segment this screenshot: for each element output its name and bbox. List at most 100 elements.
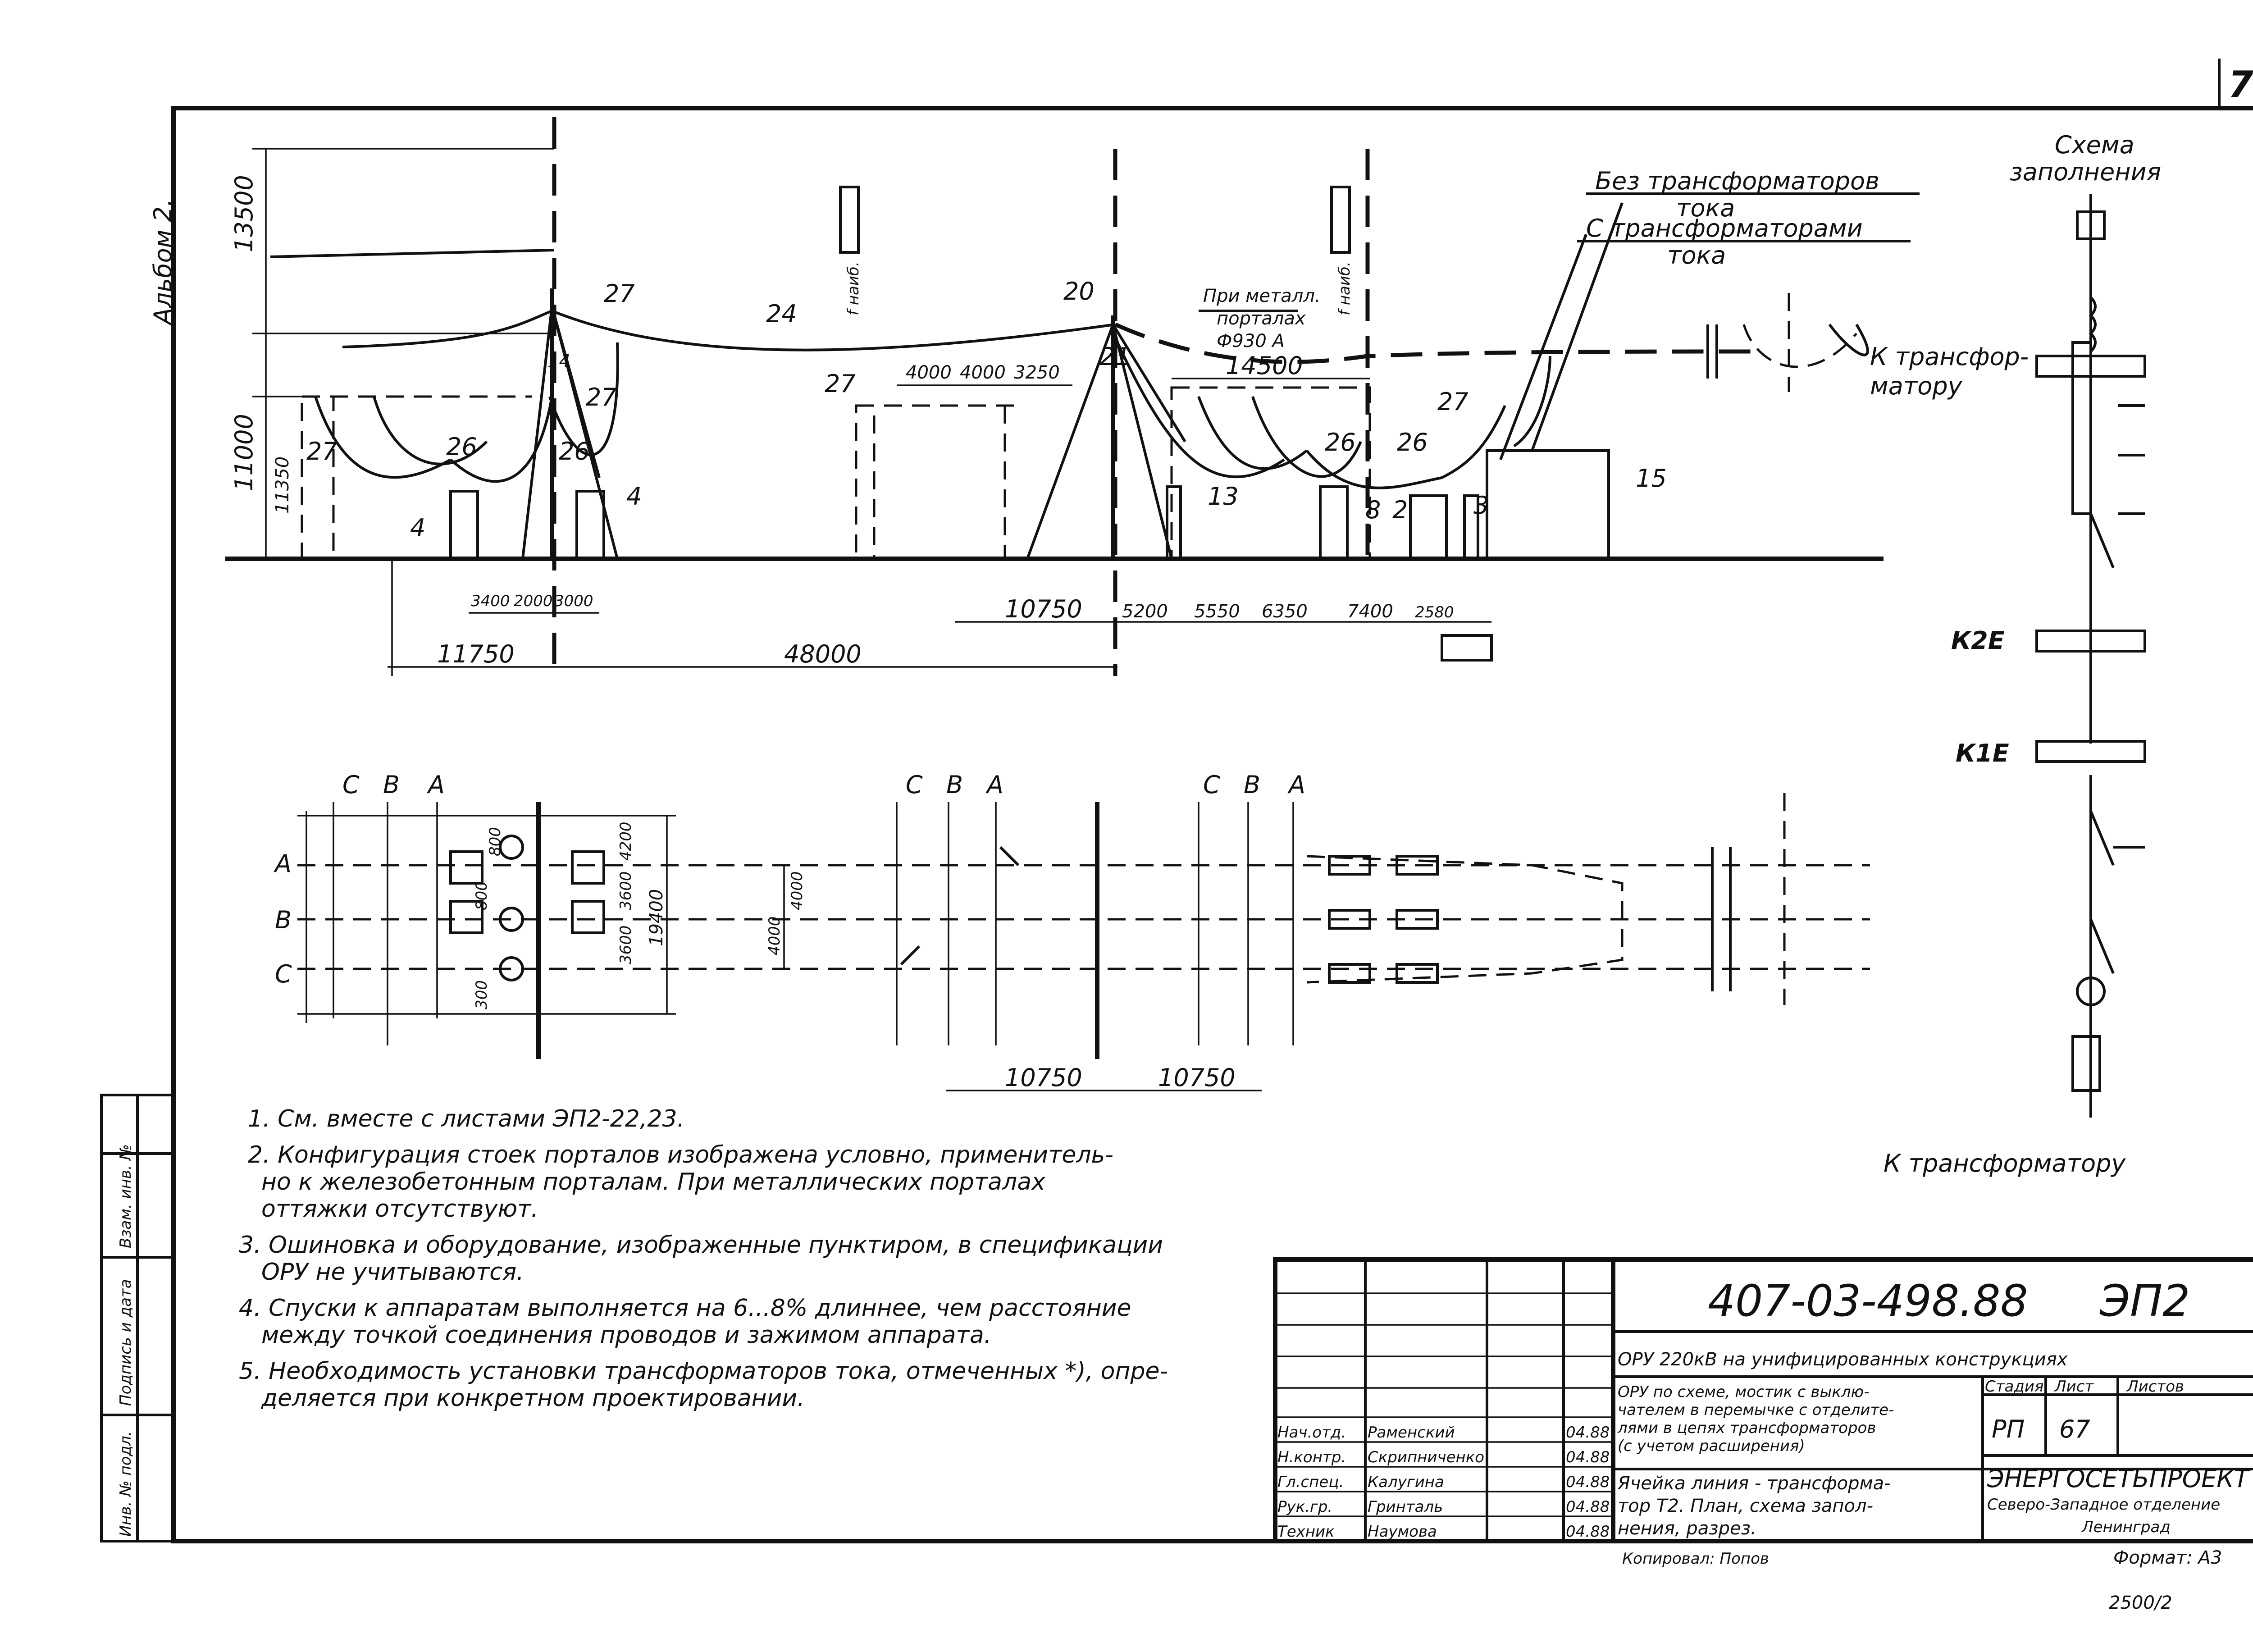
height-13500: 13500 [230,175,258,252]
dim-800a: 800 [486,827,504,856]
album-label: Альбом 2. [149,199,177,326]
dim-7400: 7400 [1347,601,1393,622]
note-4a: 4. Спуски к аппаратам выполняется на 6..… [239,1295,1131,1322]
diagram-number: 2500/2 [2109,1593,2172,1613]
callout-with-ct-1: С трансформаторами [1586,214,1863,242]
scheme-label-k2e: К2Е [1951,626,2005,655]
item-13: 13 [1208,482,1239,511]
item-4a: 4 [410,514,425,542]
copied-by: Копировал: Попов [1622,1550,1769,1568]
item-14: 14 [547,351,570,372]
note-3b: ОРУ не учитываются. [261,1259,524,1286]
height-11350: 11350 [272,456,293,514]
dim-2000: 2000 [514,592,553,610]
right-equipment [1319,202,1624,560]
org-city: Ленинград [2081,1518,2171,1536]
sheet-code: ЭП2 [2099,1276,2190,1326]
header2-b: B [946,771,963,799]
staff-name-2: Калугина [1368,1473,1444,1491]
item-24: 24 [766,300,797,328]
dim-11750: 11750 [437,640,515,668]
note-4b: между точкой соединения проводов и зажим… [261,1322,991,1349]
item-15: 15 [1636,464,1667,493]
header3-c: C [1203,771,1220,799]
header1-a: A [427,771,445,799]
header1-c: C [342,771,360,799]
dim-5200: 5200 [1122,601,1168,622]
header2-a: A [985,771,1003,799]
item-26c: 26 [1325,428,1356,456]
staff-date-2: 04.88 [1566,1473,1610,1491]
phase-row-a: A [274,849,292,878]
sheet-value: 67 [2059,1415,2090,1443]
staff-role-1: Н.контр. [1277,1448,1346,1466]
dim-3400: 3400 [471,592,510,610]
dim-4000b: 4000 [788,871,806,910]
item-8: 8 [1365,496,1381,524]
staff-role-0: Нач.отд. [1277,1424,1346,1442]
header2-c: C [906,771,923,799]
scheme-title-1: Схема [2055,131,2134,159]
note-2c: оттяжки отсутствуют. [261,1196,538,1223]
item-27d: 27 [825,370,856,398]
item-4b: 4 [626,482,642,511]
dim-3600b: 3600 [617,925,635,964]
height-11000: 11000 [230,414,258,491]
description-2: чателем в перемычке с отделите- [1618,1401,1894,1419]
item-27e: 27 [1437,388,1469,416]
plan-view: A B C C B A 4200 3600 3600 19400 800 800… [274,771,1870,1092]
note-3a: 3. Ошиновка и оборудование, изображенные… [239,1232,1163,1259]
span-4000b: 4000 [960,362,1006,383]
mast-label-2: f наиб. [1336,261,1354,315]
dim-2580: 2580 [1415,603,1454,621]
format: Формат: А3 [2113,1547,2222,1568]
span-3250: 3250 [1014,362,1060,383]
dim-3000: 3000 [554,592,593,610]
callout-with-ct-2: тока [1667,241,1726,269]
dim-3600a: 3600 [617,871,635,910]
transformer-feed: К трансфор- матору [1706,293,2029,400]
item-21: 21 [1099,342,1131,371]
scheme-label-k1e: К1Е [1956,739,2009,767]
item-2: 2 [1392,496,1408,524]
staff-name-4: Наумова [1368,1523,1437,1541]
scheme-to-transformer: К трансформатору [1884,1149,2126,1177]
staff-role-4: Техник [1277,1523,1335,1541]
header1-b: B [383,771,400,799]
staff-name-3: Гринталь [1368,1498,1443,1516]
note-5b: деляется при конкретном проектировании. [261,1385,805,1412]
staff-date-4: 04.88 [1566,1523,1610,1541]
staff-role-2: Гл.спец. [1277,1473,1344,1491]
item-26b: 26 [559,437,590,465]
span-14500: 14500 [1226,351,1303,380]
title-block: Нач.отд. Раменский 04.88 Н.контр. Скрипн… [1273,1257,2253,1613]
metal-portal-note-2: порталах [1217,308,1306,329]
item-3: 3 [1473,491,1489,520]
callout-no-ct-1: Без трансформаторов [1595,167,1879,195]
dim-4000a: 4000 [766,916,784,955]
item-27b: 27 [586,383,617,411]
content-2: тор Т2. План, схема запол- [1618,1496,1873,1516]
to-transformer-label-1: К трансфор- [1870,342,2029,371]
margin-stamp: Инв. № подл. Подпись и дата Взам. инв. № [100,1094,175,1542]
page-number: 76 [2228,64,2253,105]
project-code: 407-03-498.88 [1708,1276,2028,1326]
description-4: (с учетом расширения) [1618,1437,1805,1455]
item-27c: 27 [306,437,337,465]
left-portal [301,288,619,560]
note-2a: 2. Конфигурация стоек порталов изображен… [248,1141,1113,1168]
phase-row-c: C [275,960,292,988]
item-26d: 26 [1397,428,1428,456]
span-4000a: 4000 [906,362,952,383]
item-27a: 27 [604,279,635,308]
stamp-replaced-inv: Взам. инв. № [117,1144,135,1248]
stamp-signature-date: Подпись и дата [117,1279,135,1406]
to-transformer-label-2: матору [1870,372,1963,400]
dim-19400: 19400 [646,889,667,946]
metal-portal-note-1: При металл. [1203,286,1321,306]
main-busbar-wire [342,309,1116,351]
note-5a: 5. Необходимость установки трансформатор… [239,1358,1168,1385]
stage-header: Стадия [1985,1378,2043,1396]
item-26a: 26 [446,433,477,461]
